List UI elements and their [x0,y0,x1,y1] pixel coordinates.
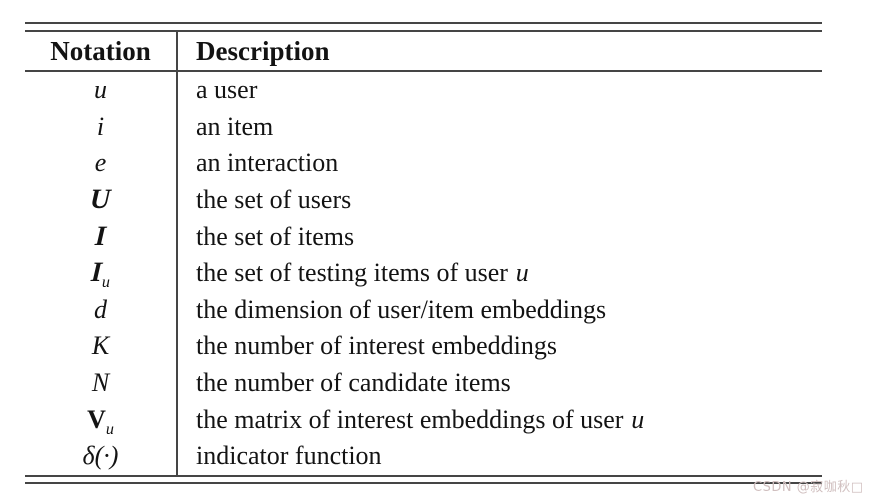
notation-symbol: δ(·) [83,441,119,470]
description-text: the matrix of interest embeddings of use… [196,404,624,434]
description-text: the number of candidate items [196,368,511,398]
table-row: e an interaction [25,145,822,182]
description-cell: the matrix of interest embeddings of use… [177,401,822,438]
bottom-double-rule [25,474,822,484]
notation-cell: K [25,328,178,365]
notation-symbol: i [97,112,104,141]
col-header-notation: Notation [25,32,178,72]
description-math-suffix: u [515,258,529,288]
notation-cell: d [25,291,178,329]
notation-table: Notation Description u a user i an item … [25,22,822,484]
table-row: δ(·) indicator function [25,437,822,475]
description-cell: the set of users [177,182,822,219]
notation-sub: u [105,420,114,438]
table-body: u a user i an item e an interaction U th… [25,71,822,475]
notation-symbol: u [94,75,107,104]
notation-base: δ(·) [82,441,119,471]
description-cell: a user [177,71,822,109]
description-text: the number of interest embeddings [196,331,558,361]
notation-base: V [87,404,106,434]
notation-cell: N [25,364,178,402]
notation-symbol: N [92,368,109,397]
description-cell: the dimension of user/item embeddings [177,292,822,329]
description-cell: the number of candidate items [177,365,822,402]
notation-base: I [94,220,107,252]
header-row: Notation Description [25,32,822,72]
description-text: the set of users [196,185,352,215]
description-math-suffix: u [631,404,645,434]
description-cell: an item [177,109,822,146]
table-row: u a user [25,71,822,109]
table-row: U the set of users [25,181,822,219]
notation-cell: e [25,145,178,182]
notation-cell: δ(·) [25,437,178,475]
table-row: Vu the matrix of interest embeddings of … [25,401,822,438]
table-row: N the number of candidate items [25,364,822,402]
description-cell: indicator function [177,438,822,475]
notation-base: I [90,257,103,289]
notation-base: u [94,75,107,105]
description-text: the set of testing items of user [196,258,508,288]
notation-base: U [89,184,112,216]
notation-symbol: I [94,220,107,252]
description-text: an item [196,111,274,141]
description-text: the set of items [196,221,355,251]
notation-cell: u [25,71,178,109]
notation-cell: Vu [25,401,178,438]
notation-cell: I [25,218,178,255]
table-row: K the number of interest embeddings [25,328,822,365]
notation-base: d [94,294,107,324]
notation-symbol: Iu [90,257,110,291]
description-text: indicator function [196,441,382,471]
table-row: i an item [25,108,822,146]
description-cell: the number of interest embeddings [177,328,822,365]
table: Notation Description u a user i an item … [25,32,822,475]
notation-cell: U [25,181,178,219]
top-double-rule [25,22,822,32]
table-row: I the set of items [25,218,822,255]
notation-cell: i [25,108,178,146]
description-cell: an interaction [177,145,822,182]
notation-symbol: e [95,148,107,177]
notation-symbol: U [89,184,112,216]
notation-base: K [91,331,110,361]
table-row: d the dimension of user/item embeddings [25,291,822,329]
notation-sub: u [101,274,110,292]
csdn-watermark: CSDN @寂咖秋□ [753,480,864,495]
description-text: an interaction [196,148,339,178]
notation-base: i [96,111,105,141]
notation-cell: Iu [25,254,178,292]
description-text: the dimension of user/item embeddings [196,294,607,324]
notation-symbol: Vu [87,404,114,438]
col-header-description: Description [177,32,822,72]
description-text: a user [196,75,258,105]
notation-symbol: K [92,331,109,360]
notation-base: N [91,368,110,398]
notation-base: e [94,148,107,178]
notation-symbol: d [94,295,107,324]
description-cell: the set of items [177,218,822,255]
